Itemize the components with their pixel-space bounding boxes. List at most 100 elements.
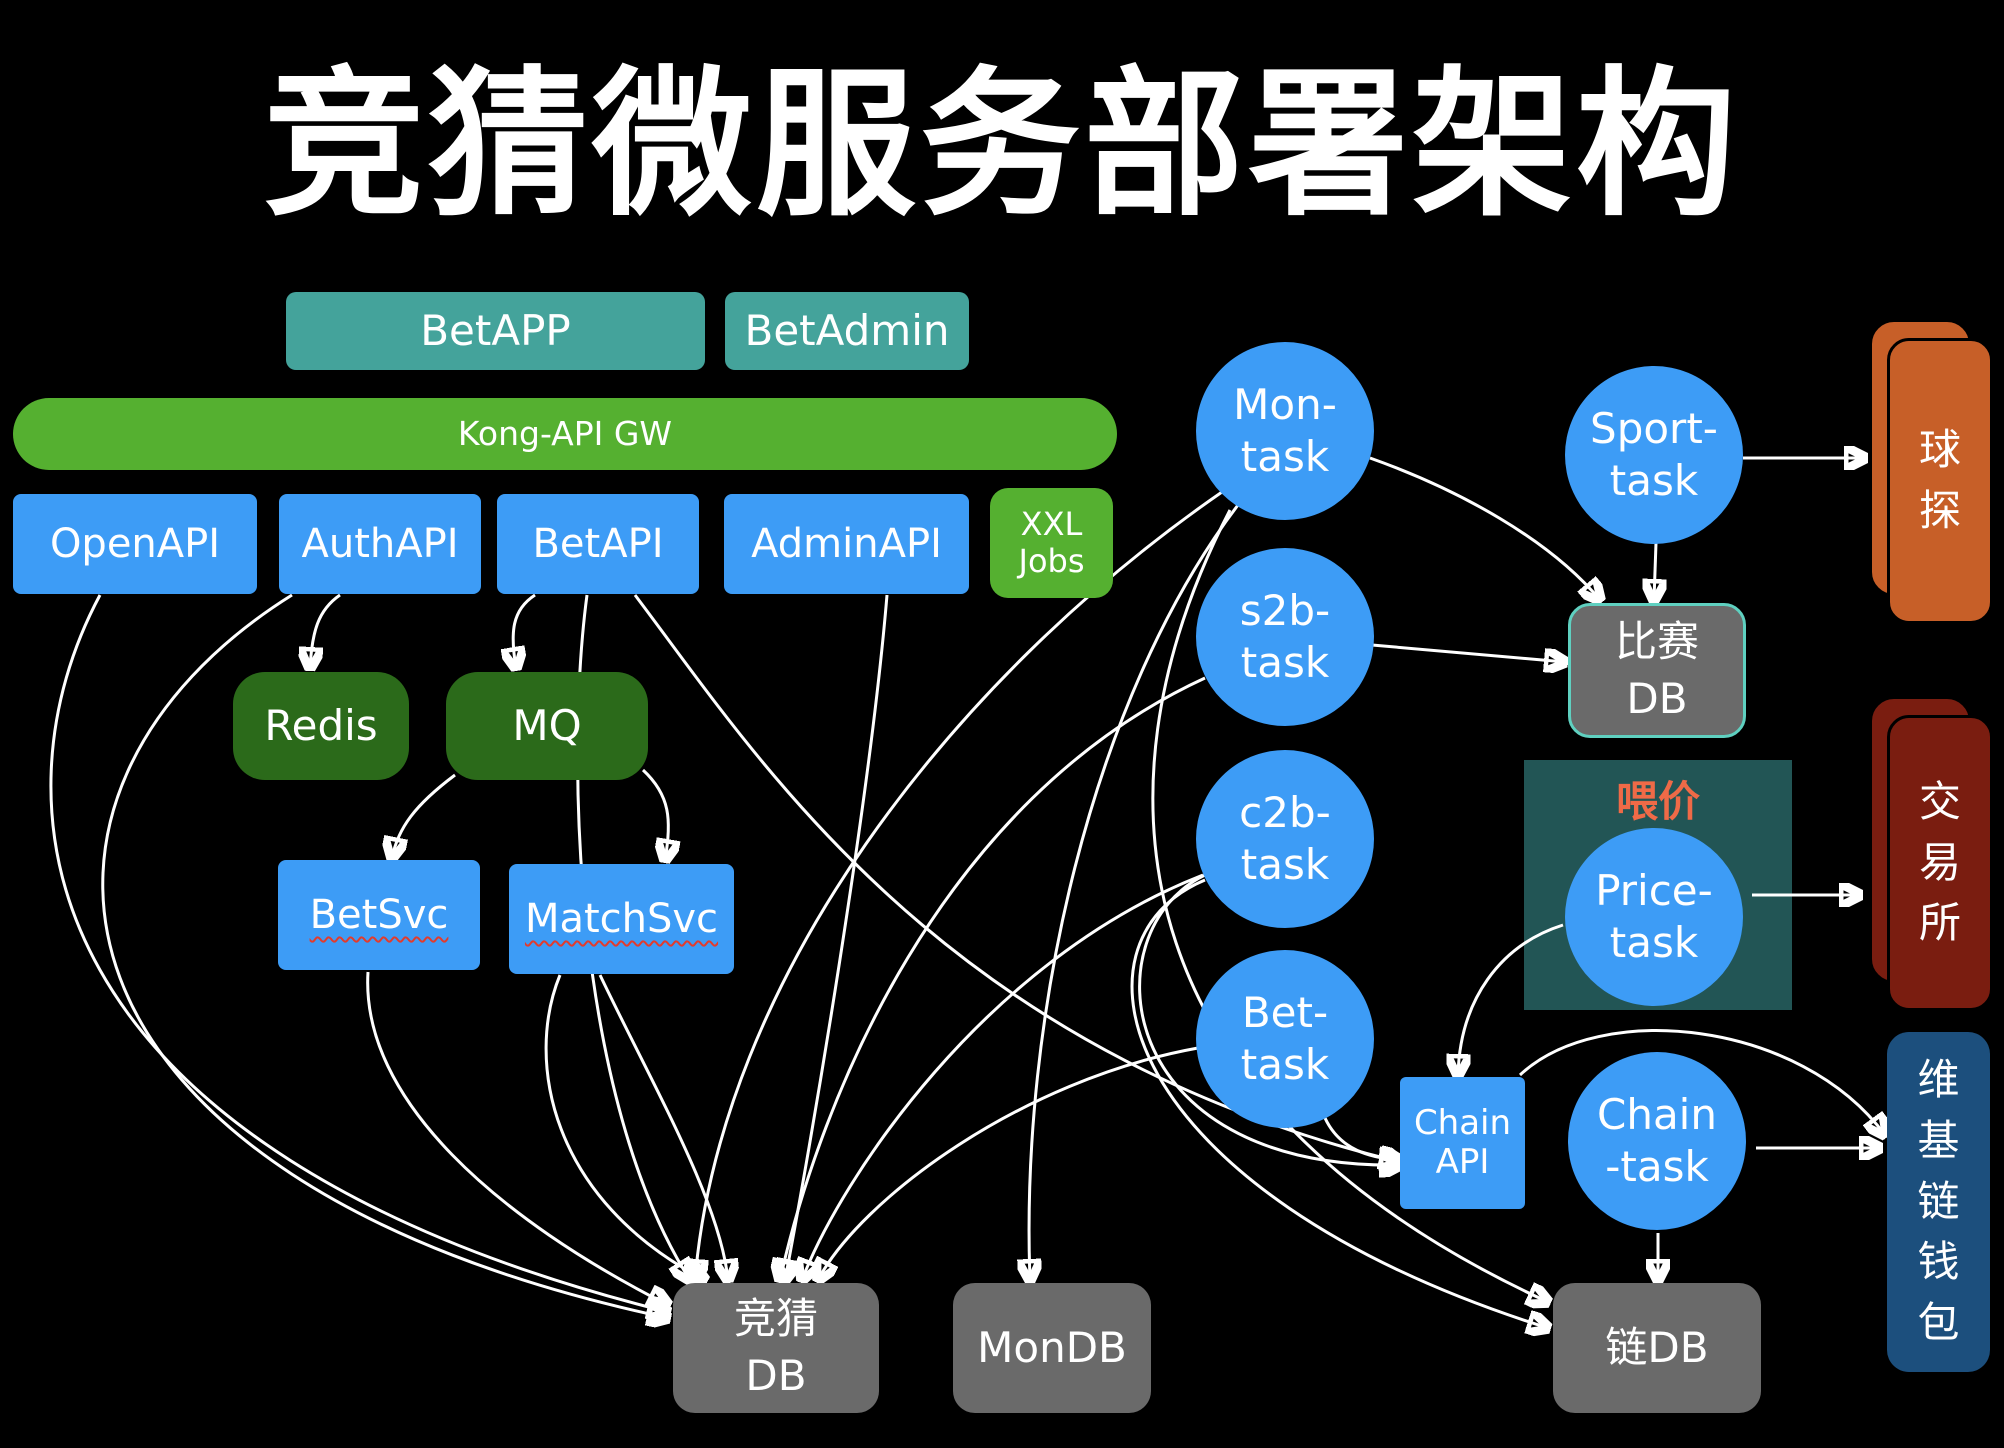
arrow-mq-betsvc	[392, 773, 456, 858]
arrow-betsvc-betdb	[366, 971, 668, 1305]
xxl-jobs-box: XXL Jobs	[990, 488, 1113, 598]
adminapi-label: AdminAPI	[751, 521, 942, 567]
redis-label: Redis	[264, 700, 378, 750]
page-title: 竞猜微服务部署架构	[263, 51, 1740, 238]
chain-db: 链DB	[1553, 1283, 1761, 1413]
matchsvc-box: MatchSvc	[509, 864, 734, 974]
exchange-char-2: 易	[1918, 837, 1961, 887]
arrow-price-chainapi	[1458, 923, 1564, 1075]
arrow-mon-mondb	[1029, 504, 1240, 1280]
arrow-bet-chainapi	[1323, 1117, 1400, 1160]
arrow-c2b-chainapi	[1138, 873, 1400, 1165]
arrow-authapi-redis	[310, 593, 341, 668]
mon-db-label: MonDB	[977, 1322, 1127, 1372]
arrow-mon-chaindb	[1151, 509, 1548, 1302]
arrow-adminapi-betdb	[785, 594, 889, 1280]
authapi-label: AuthAPI	[301, 521, 459, 567]
kong-api-gateway: Kong-API GW	[13, 398, 1117, 470]
chain-api-line-2: API	[1435, 1142, 1490, 1182]
c2b-task-line-1: c2b-	[1239, 787, 1331, 837]
mq-box: MQ	[446, 672, 648, 780]
match-db-line-1: 比赛	[1614, 616, 1699, 666]
sport-task-circle: Sport- task	[1565, 366, 1743, 544]
c2b-task-circle: c2b- task	[1196, 750, 1374, 928]
bet-db-line-1: 竞猜	[733, 1294, 818, 1344]
arrow-chainapi-wallet	[1518, 1029, 1885, 1135]
exchange-char-1: 交	[1918, 776, 1961, 826]
betapi-label: BetAPI	[532, 521, 664, 567]
mq-label: MQ	[512, 700, 582, 750]
openapi-label: OpenAPI	[49, 521, 221, 567]
betapi-box: BetAPI	[497, 494, 699, 594]
match-db: 比赛 DB	[1568, 603, 1746, 738]
chain-db-label: 链DB	[1605, 1322, 1709, 1372]
wiki-wallet-char-3: 链	[1917, 1176, 1960, 1226]
price-task-line-1: Price-	[1595, 865, 1713, 915]
c2b-task-line-2: task	[1240, 840, 1330, 889]
arrow-c2b-betdb	[802, 873, 1204, 1280]
bet-task-circle: Bet- task	[1196, 950, 1374, 1128]
arrow-matchsvc-betdb-a	[544, 974, 705, 1280]
sport-task-line-2: task	[1609, 456, 1699, 505]
betsvc-label: BetSvc	[309, 892, 449, 938]
betadmin-box: BetAdmin	[725, 292, 969, 370]
arrow-mon-matchdb	[1369, 456, 1600, 600]
chain-task-line-2: -task	[1605, 1142, 1709, 1191]
xxl-jobs-line-1: XXL	[1020, 505, 1083, 544]
bet-task-line-1: Bet-	[1241, 987, 1329, 1037]
chain-task-line-1: Chain	[1597, 1089, 1717, 1139]
ball-scout-char-2: 探	[1918, 486, 1961, 535]
betapp-box: BetAPP	[286, 292, 705, 370]
wiki-wallet-char-1: 维	[1917, 1054, 1960, 1104]
exchange-box: 交 易 所	[1887, 715, 1993, 1011]
price-task-line-2: task	[1609, 918, 1699, 967]
bet-db-line-2: DB	[745, 1351, 807, 1400]
wiki-wallet-char-4: 钱	[1917, 1237, 1960, 1287]
bet-db: 竞猜 DB	[673, 1283, 879, 1413]
arrow-betapi-mq	[513, 593, 536, 668]
openapi-box: OpenAPI	[13, 494, 257, 594]
chain-api-box: Chain API	[1400, 1077, 1525, 1209]
ball-scout-box: 球 探	[1887, 338, 1993, 624]
chain-task-circle: Chain -task	[1568, 1052, 1746, 1230]
mon-task-line-2: task	[1240, 432, 1330, 481]
wiki-wallet-char-5: 包	[1917, 1298, 1960, 1348]
match-db-line-2: DB	[1626, 673, 1688, 723]
wiki-wallet-char-2: 基	[1917, 1115, 1960, 1165]
arrow-s2b-betdb	[780, 676, 1206, 1280]
arrow-c2b-chaindb	[1130, 878, 1548, 1328]
wiki-wallet-box: 维 基 链 钱 包	[1887, 1032, 1990, 1372]
xxl-jobs-line-2: Jobs	[1018, 542, 1085, 580]
gateway-label: Kong-API GW	[457, 414, 673, 454]
arrow-matchsvc-betdb-b	[598, 974, 728, 1280]
price-task-circle: Price- task	[1565, 828, 1743, 1006]
arrow-betapi-chainapi	[633, 594, 1400, 1162]
betsvc-box: BetSvc	[278, 860, 480, 970]
s2b-task-circle: s2b- task	[1196, 548, 1374, 726]
redis-box: Redis	[233, 672, 409, 780]
s2b-task-line-2: task	[1240, 638, 1330, 687]
bet-task-line-2: task	[1240, 1040, 1330, 1089]
arrow-sport-matchdb	[1654, 542, 1656, 600]
mon-db: MonDB	[953, 1283, 1151, 1413]
arrow-mon-betdb	[695, 490, 1223, 1280]
mon-task-circle: Mon- task	[1196, 342, 1374, 520]
matchsvc-label: MatchSvc	[524, 896, 719, 942]
s2b-task-line-1: s2b-	[1239, 585, 1331, 635]
exchange-char-3: 所	[1918, 898, 1961, 948]
authapi-box: AuthAPI	[279, 494, 481, 594]
arrow-openapi-betdb	[49, 594, 668, 1312]
ball-scout-char-1: 球	[1918, 425, 1961, 475]
betadmin-label: BetAdmin	[744, 305, 950, 355]
arrow-bet-betdb	[818, 1046, 1199, 1280]
price-feed-label: 喂价	[1615, 777, 1700, 826]
arrow-authapi-betdb	[101, 593, 668, 1318]
sport-task-line-1: Sport-	[1590, 403, 1718, 453]
mon-task-line-1: Mon-	[1233, 379, 1337, 429]
arrow-mq-matchsvc	[641, 768, 668, 860]
chain-api-line-1: Chain	[1413, 1102, 1512, 1143]
arrow-s2b-matchdb	[1371, 643, 1565, 662]
adminapi-box: AdminAPI	[724, 494, 969, 594]
betapp-label: BetAPP	[420, 305, 571, 355]
